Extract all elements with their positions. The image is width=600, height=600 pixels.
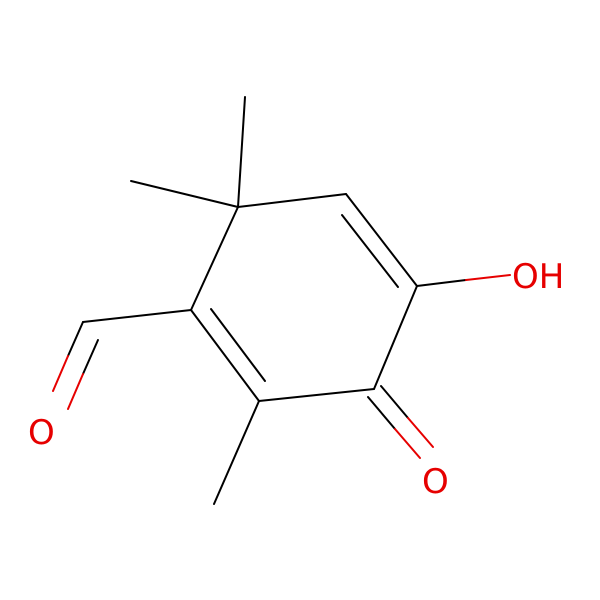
aldehyde-oxygen-label: O <box>28 413 55 453</box>
hydroxyl-label: OH <box>512 257 564 297</box>
bond-ketone-b-c <box>380 385 409 419</box>
heteroatom-bonds <box>52 274 511 459</box>
ketone-oxygen-label: O <box>422 462 449 502</box>
bond-ring-c2-c3-inner <box>341 214 399 288</box>
bond-c3-oh-o <box>465 274 511 281</box>
bond-ring-c4-c5 <box>258 388 375 402</box>
bond-ring-c5-c6 <box>190 309 260 402</box>
bond-c3-oh-c <box>416 279 467 287</box>
bond-methyl-bottom <box>213 400 260 505</box>
bond-aldehyde-a-o <box>52 355 69 392</box>
bond-ketone-b-o <box>407 417 434 448</box>
bond-ketone-a-c <box>367 396 396 430</box>
bond-methyl-left <box>130 180 239 208</box>
bond-ring-c1-c2 <box>237 193 347 208</box>
bond-aldehyde-b-c <box>82 339 99 375</box>
atom-labels: OH O O <box>28 257 564 502</box>
carbon-skeleton <box>82 96 418 505</box>
bond-ring-c2-c3 <box>345 193 418 287</box>
bond-aldehyde-a-c <box>67 321 84 357</box>
bond-methyl-top <box>237 96 246 208</box>
bond-aldehyde-c <box>82 309 192 323</box>
bond-ring-c5-c6-inner <box>210 308 266 382</box>
bond-ring-c3-c4 <box>373 285 418 390</box>
bond-ketone-a-o <box>394 428 421 459</box>
bond-aldehyde-b-o <box>67 373 84 410</box>
bond-ring-c6-c1 <box>190 206 239 311</box>
